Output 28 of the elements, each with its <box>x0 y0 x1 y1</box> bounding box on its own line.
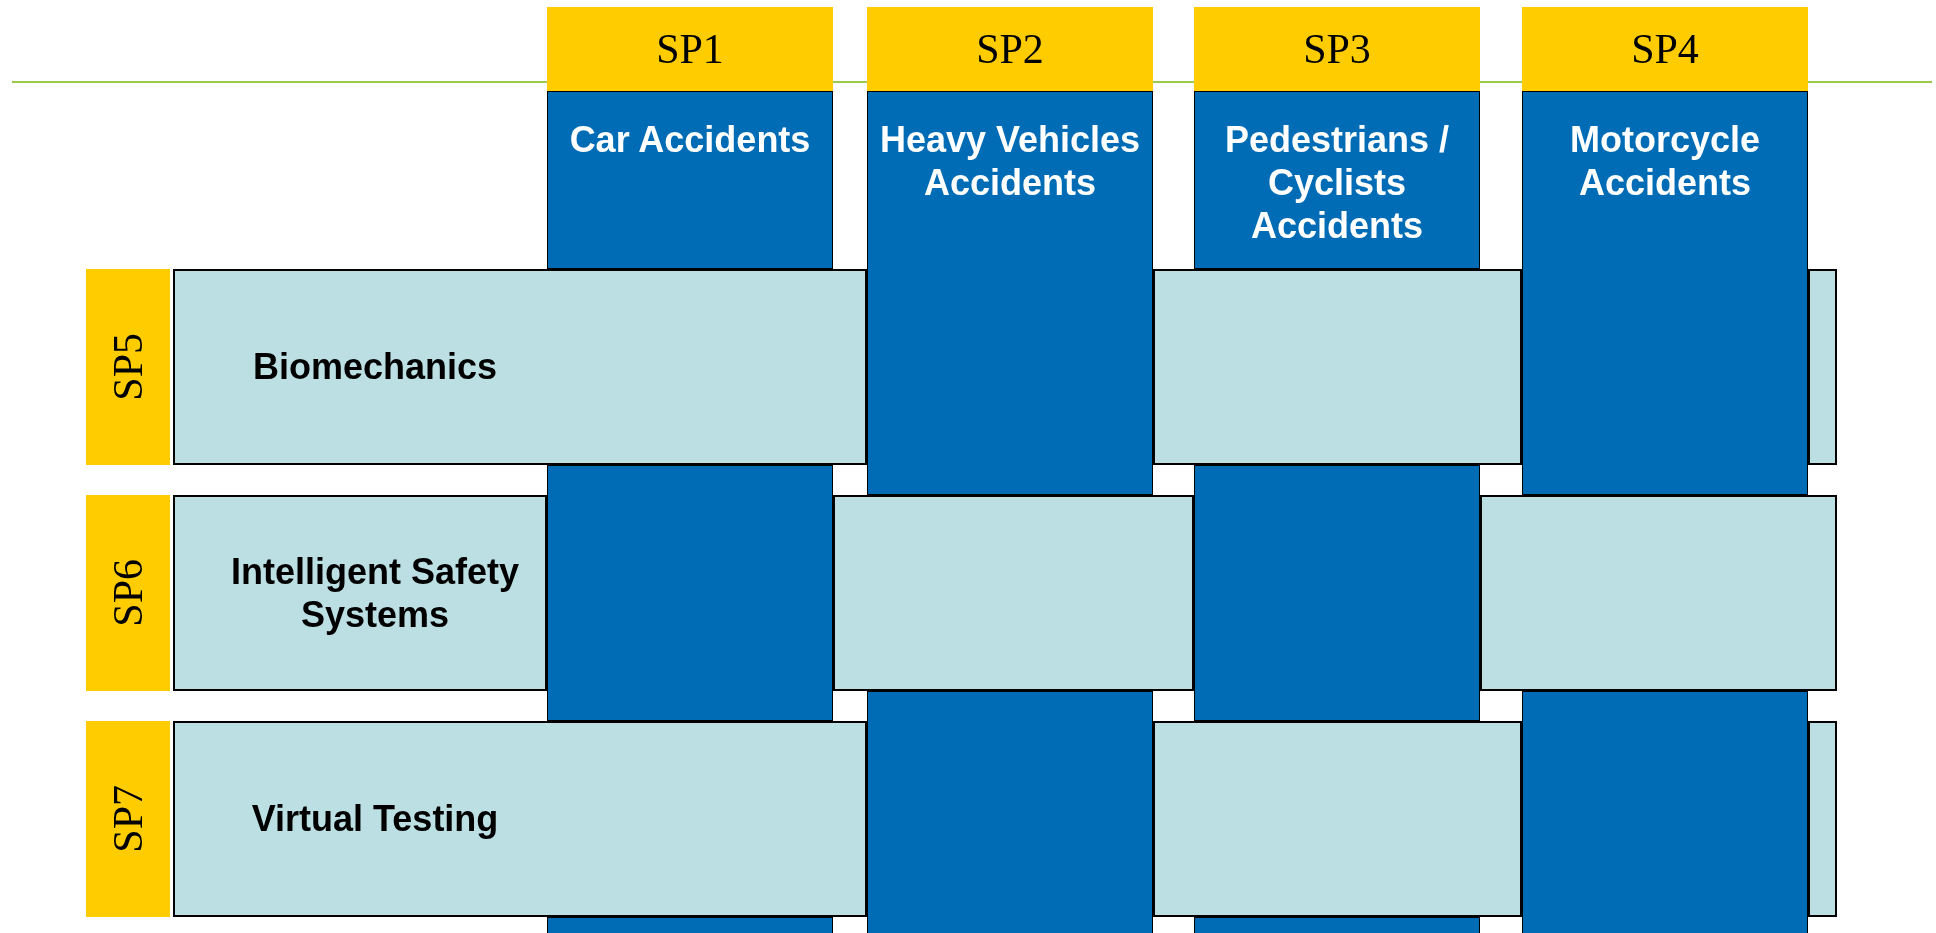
tab-label: SP4 <box>1631 25 1699 73</box>
tab-label: SP3 <box>1303 25 1371 73</box>
column-title: Motorcycle Accidents <box>1568 118 1762 205</box>
header-tab <box>867 7 1153 91</box>
column-title: Pedestrians / Cyclists Accidents <box>1223 118 1451 248</box>
column-band <box>867 91 1153 495</box>
header-tab <box>86 269 170 465</box>
row-band <box>173 269 867 465</box>
column-title: Car Accidents <box>568 118 812 162</box>
tab-label: SP1 <box>656 25 724 73</box>
row-title: Biomechanics <box>251 345 499 390</box>
column-band <box>1194 91 1480 269</box>
row-title: Virtual Testing <box>250 797 500 842</box>
tab-label: SP6 <box>104 559 152 627</box>
row-band <box>173 721 867 917</box>
header-tab <box>86 495 170 691</box>
header-tab <box>1522 7 1808 91</box>
column-band <box>1522 91 1808 495</box>
column-band <box>547 91 833 269</box>
tab-label: SP5 <box>104 333 152 401</box>
header-tab <box>86 721 170 917</box>
column-title: Heavy Vehicles Accidents <box>878 118 1142 205</box>
header-tab <box>547 7 833 91</box>
tab-label: SP7 <box>104 785 152 853</box>
header-tab <box>1194 7 1480 91</box>
row-title: Intelligent Safety Systems <box>229 549 521 637</box>
tab-label: SP2 <box>976 25 1044 73</box>
row-band <box>173 495 547 691</box>
